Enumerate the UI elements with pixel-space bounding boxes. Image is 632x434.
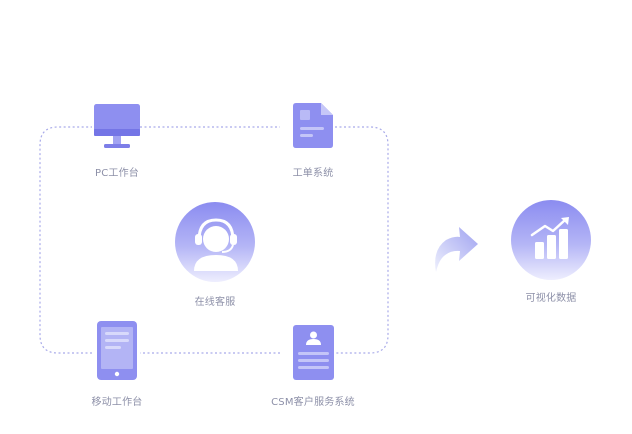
csm-system-label: CSM客户服务系统 (271, 397, 355, 408)
headset-agent-icon (175, 202, 255, 282)
visual-data-label: 可视化数据 (525, 293, 577, 304)
pc-workstation-label: PC工作台 (94, 168, 140, 179)
tablet-icon (97, 321, 137, 380)
bar-chart-trend-icon (511, 200, 591, 280)
ticket-system-label: 工单系统 (292, 168, 334, 179)
online-service-label: 在线客服 (194, 297, 236, 308)
contact-card-icon (293, 325, 334, 380)
mobile-workstation-label: 移动工作台 (91, 397, 143, 408)
connection-loop (39, 126, 389, 354)
curved-arrow-right-icon (435, 227, 478, 272)
desktop-monitor-icon (94, 104, 140, 148)
document-icon (293, 103, 333, 148)
